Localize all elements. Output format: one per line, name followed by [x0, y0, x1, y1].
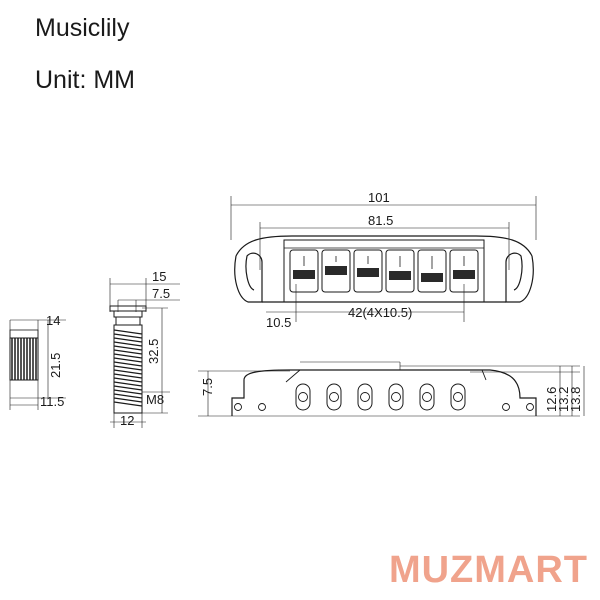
watermark-logo: MUZMART — [388, 549, 588, 591]
dim-stud-neck: 7.5 — [152, 286, 170, 301]
dim-edge-to-saddle: 10.5 — [266, 315, 291, 330]
dim-side-h3: 13.8 — [568, 387, 583, 412]
bridge-top-view — [230, 196, 537, 322]
stud-view — [109, 278, 180, 428]
dim-side-h1: 12.6 — [544, 387, 559, 412]
dim-wheel-height: 21.5 — [48, 353, 63, 378]
dim-saddle-span: 42(4X10.5) — [348, 305, 412, 320]
thumb-wheel-view — [9, 319, 66, 410]
unit-label: Unit: MM — [35, 66, 135, 94]
dim-stud-thread: M8 — [146, 392, 164, 407]
dim-bridge-height: 7.5 — [200, 378, 215, 396]
saddle-group — [289, 249, 479, 293]
dim-wheel-base: 11.5 — [40, 394, 64, 409]
dim-stud-base: 12 — [120, 413, 134, 428]
dim-side-h2: 13.2 — [556, 387, 571, 412]
dim-wheel-width: 14 — [46, 313, 60, 328]
dim-stud-head: 15 — [152, 269, 166, 284]
brand-title: Musiclily — [35, 14, 130, 42]
dim-stud-spacing: 81.5 — [368, 213, 393, 228]
dim-stud-length: 32.5 — [146, 339, 161, 364]
dim-bridge-width: 101 — [368, 190, 390, 205]
bridge-side-view — [198, 361, 585, 417]
